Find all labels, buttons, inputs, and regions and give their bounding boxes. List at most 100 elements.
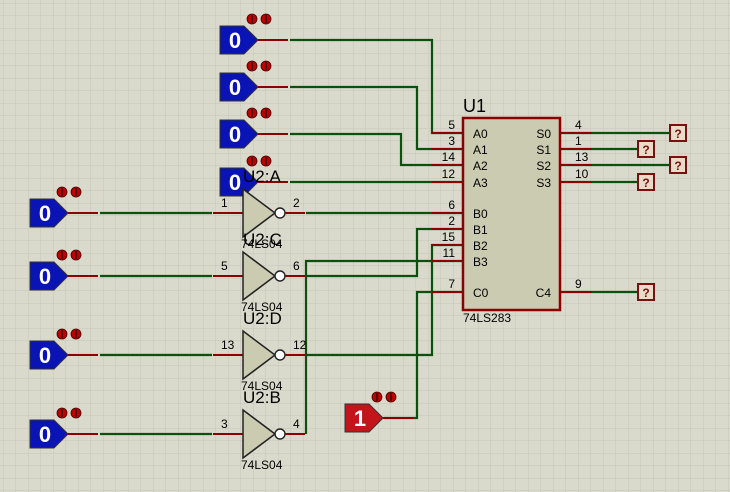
inverter-u2-a-input-pin-number: 1 [221, 196, 228, 210]
adder-part: 74LS283 [463, 311, 511, 325]
adder-74ls283[interactable]: U174LS2835A03A114A212A36B02B115B211B37C0… [442, 96, 589, 325]
adder-pin-number-a2: 14 [442, 150, 456, 164]
probe-s2[interactable]: ? [669, 156, 687, 174]
logic-state-b2-body[interactable] [29, 340, 69, 370]
probe-s1-box[interactable] [637, 140, 655, 158]
logic-state-b1-body[interactable] [29, 261, 69, 291]
adder-pin-label-b2: B2 [473, 239, 488, 253]
adder-pin-number-s3: 10 [575, 167, 589, 181]
logic-state-carry-body[interactable] [344, 403, 384, 433]
adder-pin-number-s2: 13 [575, 150, 589, 164]
inverter-u2-d-part: 74LS04 [241, 379, 283, 393]
adder-pin-label-a1: A1 [473, 143, 488, 157]
probe-c4-box[interactable] [637, 283, 655, 301]
inverter-u2-d[interactable]: 13 12 U2:D 74LS04 [213, 309, 307, 393]
logic-state-b1-value: 0 [39, 264, 51, 289]
inverter-u2-d-input-pin-number: 13 [221, 338, 235, 352]
adder-pin-number-b0: 6 [448, 198, 455, 212]
logic-state-a3-body[interactable] [219, 167, 259, 197]
probe-s2-box[interactable] [669, 156, 687, 174]
logic-state-a1[interactable]: 0 [219, 60, 288, 102]
logic-state-a3[interactable]: 0 [219, 155, 288, 197]
inverter-u2-b-ref: U2:B [243, 388, 281, 407]
probe-s3[interactable]: ? [637, 173, 655, 191]
inverter-u2-c-input-pin-number: 5 [221, 259, 228, 273]
adder-pin-number-a1: 3 [448, 134, 455, 148]
inverter-u2-c-bubble [274, 270, 286, 282]
logic-state-a2-body[interactable] [219, 119, 259, 149]
inverter-u2-c-ref: U2:C [243, 230, 282, 249]
adder-pin-label-b3: B3 [473, 255, 488, 269]
inverter-u2-d-output-pin-number: 12 [293, 338, 307, 352]
probe-s2-value: ? [674, 159, 681, 173]
adder-pin-number-c4: 9 [575, 277, 582, 291]
adder-pin-number-a0: 5 [448, 118, 455, 132]
inverter-u2-b-input-pin-number: 3 [221, 417, 228, 431]
probe-c4[interactable]: ? [637, 283, 655, 301]
logic-state-b0-body[interactable] [29, 198, 69, 228]
inverter-u2-c-body[interactable] [242, 250, 277, 302]
logic-state-b3[interactable]: 0 [29, 407, 98, 449]
logic-state-carry-value: 1 [354, 406, 366, 431]
probe-s0[interactable]: ? [669, 124, 687, 142]
logic-state-b3-body[interactable] [29, 419, 69, 449]
adder-pin-label-b0: B0 [473, 207, 488, 221]
adder-pin-number-b2: 15 [442, 230, 456, 244]
inverter-u2-d-body[interactable] [242, 329, 277, 381]
logic-state-a1-value: 0 [229, 75, 241, 100]
inverter-u2-b-bubble [274, 428, 286, 440]
probe-s0-box[interactable] [669, 124, 687, 142]
logic-state-a2-value: 0 [229, 122, 241, 147]
logic-state-carry[interactable]: 1 [344, 391, 413, 433]
logic-state-b2-value: 0 [39, 343, 51, 368]
probe-s0-value: ? [674, 127, 681, 141]
adder-pin-label-b1: B1 [473, 223, 488, 237]
probe-s3-box[interactable] [637, 173, 655, 191]
logic-state-a0-body[interactable] [219, 25, 259, 55]
logic-state-b3-value: 0 [39, 422, 51, 447]
inverter-u2-c-part: 74LS04 [241, 300, 283, 314]
adder-pin-label-s1: S1 [536, 143, 551, 157]
adder-pin-label-a2: A2 [473, 159, 488, 173]
adder-pin-label-c4: C4 [536, 286, 552, 300]
inverter-u2-c-output-pin-number: 6 [293, 259, 300, 273]
probe-c4-value: ? [642, 286, 649, 300]
inverter-u2-a-output-pin-number: 2 [293, 196, 300, 210]
logic-state-a0[interactable]: 0 [219, 13, 288, 55]
inverter-u2-b[interactable]: 3 4 U2:B 74LS04 [213, 388, 305, 472]
inverter-u2-b-output-pin-number: 4 [293, 417, 300, 431]
adder-pin-number-b3: 11 [443, 246, 456, 260]
inverter-u2-b-part: 74LS04 [241, 458, 283, 472]
inverter-u2-a-ref: U2:A [243, 167, 281, 186]
adder-pin-label-a0: A0 [473, 127, 488, 141]
inverter-u2-a-body[interactable] [242, 187, 277, 239]
adder-pin-label-c0: C0 [473, 286, 489, 300]
adder-pin-number-a3: 12 [442, 167, 456, 181]
logic-state-b0[interactable]: 0 [29, 186, 98, 228]
inverter-u2-a[interactable]: 1 2 U2:A 74LS04 [213, 167, 305, 251]
logic-state-b0-value: 0 [39, 201, 51, 226]
wire-b3 [304, 259, 463, 434]
adder-pin-label-s2: S2 [536, 159, 551, 173]
adder-pin-label-s0: S0 [536, 127, 551, 141]
logic-state-b1[interactable]: 0 [29, 249, 98, 291]
inverter-u2-d-ref: U2:D [243, 309, 282, 328]
logic-state-a3-value: 0 [229, 170, 241, 195]
logic-state-a0-value: 0 [229, 28, 241, 53]
logic-state-a1-body[interactable] [219, 72, 259, 102]
probe-s3-value: ? [642, 176, 649, 190]
probe-s1-value: ? [642, 143, 649, 157]
inverter-u2-a-bubble [274, 207, 286, 219]
inverter-u2-d-bubble [274, 349, 286, 361]
adder-pin-label-s3: S3 [536, 176, 551, 190]
inverter-u2-b-body[interactable] [242, 408, 277, 460]
logic-state-b2[interactable]: 0 [29, 328, 98, 370]
adder-pin-label-a3: A3 [473, 176, 488, 190]
probe-s1[interactable]: ? [637, 140, 655, 158]
inverter-u2-a-part: 74LS04 [241, 237, 283, 251]
adder-pin-number-b1: 2 [448, 214, 455, 228]
logic-state-a2[interactable]: 0 [219, 107, 288, 149]
